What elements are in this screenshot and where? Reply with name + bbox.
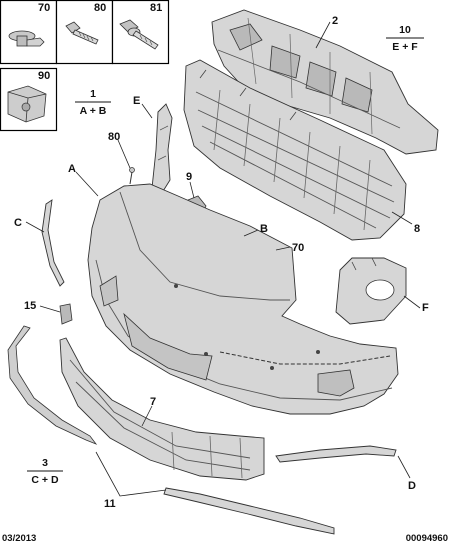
callout-b: B (260, 223, 268, 235)
callout-a: A (68, 163, 76, 175)
callout-15: 15 (24, 300, 36, 312)
reference-3: 3 C + D (27, 457, 63, 486)
callout-7: 7 (150, 396, 156, 408)
lower-strip (163, 487, 335, 535)
callout-8: 8 (414, 223, 420, 235)
clip-15 (59, 303, 73, 325)
reference-10: 10 E + F (386, 24, 424, 53)
screw-icon (65, 21, 99, 45)
reference-1-sub: A + B (80, 105, 107, 117)
fastener-label-80: 80 (94, 2, 106, 14)
callout-2: 2 (332, 15, 338, 27)
callout-d: D (408, 480, 416, 492)
fastener-box-90: 90 (0, 67, 58, 132)
footer-reference-number: 00094960 (406, 533, 448, 544)
callout-c: C (14, 217, 22, 229)
nut-clip-icon (7, 85, 47, 123)
flange-bolt-icon (119, 19, 159, 50)
leader-lines (25, 21, 421, 497)
reference-1: 1 A + B (75, 88, 111, 117)
fastener-label-70: 70 (38, 2, 50, 14)
reference-1-num: 1 (90, 88, 96, 100)
push-clip-icon (8, 30, 45, 47)
callout-9: 9 (186, 171, 192, 183)
side-strip-c (41, 199, 65, 287)
callout-f: F (422, 302, 429, 314)
fastener-box-81: 81 (111, 0, 170, 65)
reference-3-num: 3 (42, 457, 48, 469)
reference-3-sub: C + D (31, 474, 59, 486)
screw-80 (129, 167, 135, 185)
callout-11: 11 (104, 498, 116, 510)
callout-labels: 2 8 E 80 A 9 B 70 C 15 F 7 D 11 (14, 15, 429, 510)
lower-grille (59, 337, 265, 481)
upper-support-bracket (211, 9, 439, 155)
lower-trim-strip-left (7, 325, 98, 445)
callout-70: 70 (292, 242, 304, 254)
fastener-box-80: 80 (55, 0, 114, 65)
fastener-label-81: 81 (150, 2, 162, 14)
upper-grille (183, 59, 407, 241)
fastener-label-90: 90 (38, 70, 50, 82)
fastener-box-70: 70 (0, 0, 58, 65)
callout-e: E (133, 95, 140, 107)
bracket-e (151, 103, 173, 197)
fog-lamp-bezel-f (335, 257, 407, 325)
footer-date: 03/2013 (2, 533, 36, 544)
front-bumper-cover (87, 183, 399, 415)
reference-10-sub: E + F (392, 41, 418, 53)
chrome-strip-d (275, 445, 397, 463)
reference-10-num: 10 (399, 24, 411, 36)
callout-80: 80 (108, 131, 120, 143)
